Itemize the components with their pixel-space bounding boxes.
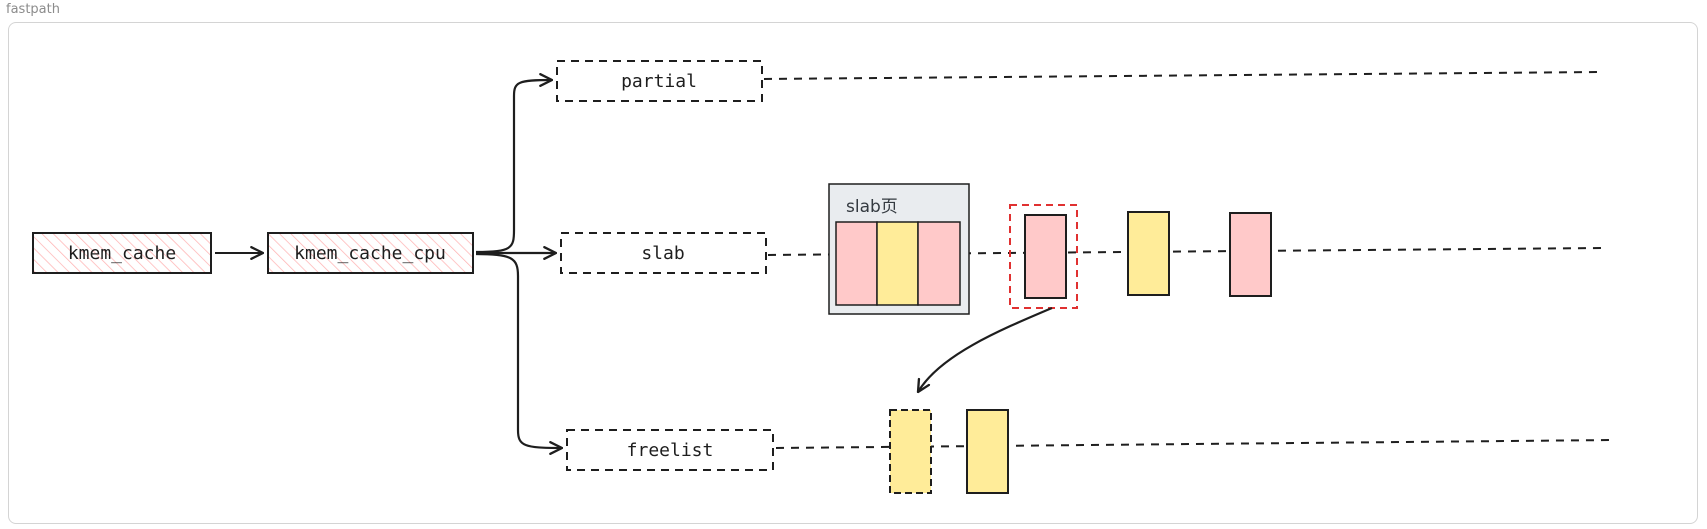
freelist-object[interactable] [966,409,1009,494]
selected-object-highlight [1009,204,1078,309]
slab-page-object-pink-1 [835,221,878,306]
arrow-cpu-to-partial [475,73,554,254]
slab-node[interactable]: slab [560,232,767,274]
arrow-cpu-to-freelist [475,252,564,455]
kmem-cache-cpu-node[interactable]: kmem_cache_cpu [267,232,474,274]
slab-label: slab [641,243,684,264]
slab-object-pink[interactable] [1229,212,1272,297]
slab-page-group[interactable]: slab页 [828,183,970,315]
slab-object-selected[interactable] [1024,214,1067,299]
frame-title: fastpath [6,2,60,17]
slab-page-object-yellow [876,221,919,306]
slab-object-yellow[interactable] [1127,211,1170,296]
partial-list-line [763,71,1603,80]
partial-node[interactable]: partial [556,60,763,102]
arrow-object-to-freelist [916,306,1053,394]
partial-label: partial [621,71,697,92]
kmem-cache-node[interactable]: kmem_cache [32,232,212,274]
kmem-cache-cpu-label: kmem_cache_cpu [294,243,446,264]
slab-page-object-pink-2 [917,221,961,306]
kmem-cache-label: kmem_cache [68,243,176,264]
freelist-object-new[interactable] [889,409,932,494]
slab-page-label: slab页 [846,197,898,217]
freelist-node[interactable]: freelist [566,429,774,471]
freelist-label: freelist [627,440,714,461]
